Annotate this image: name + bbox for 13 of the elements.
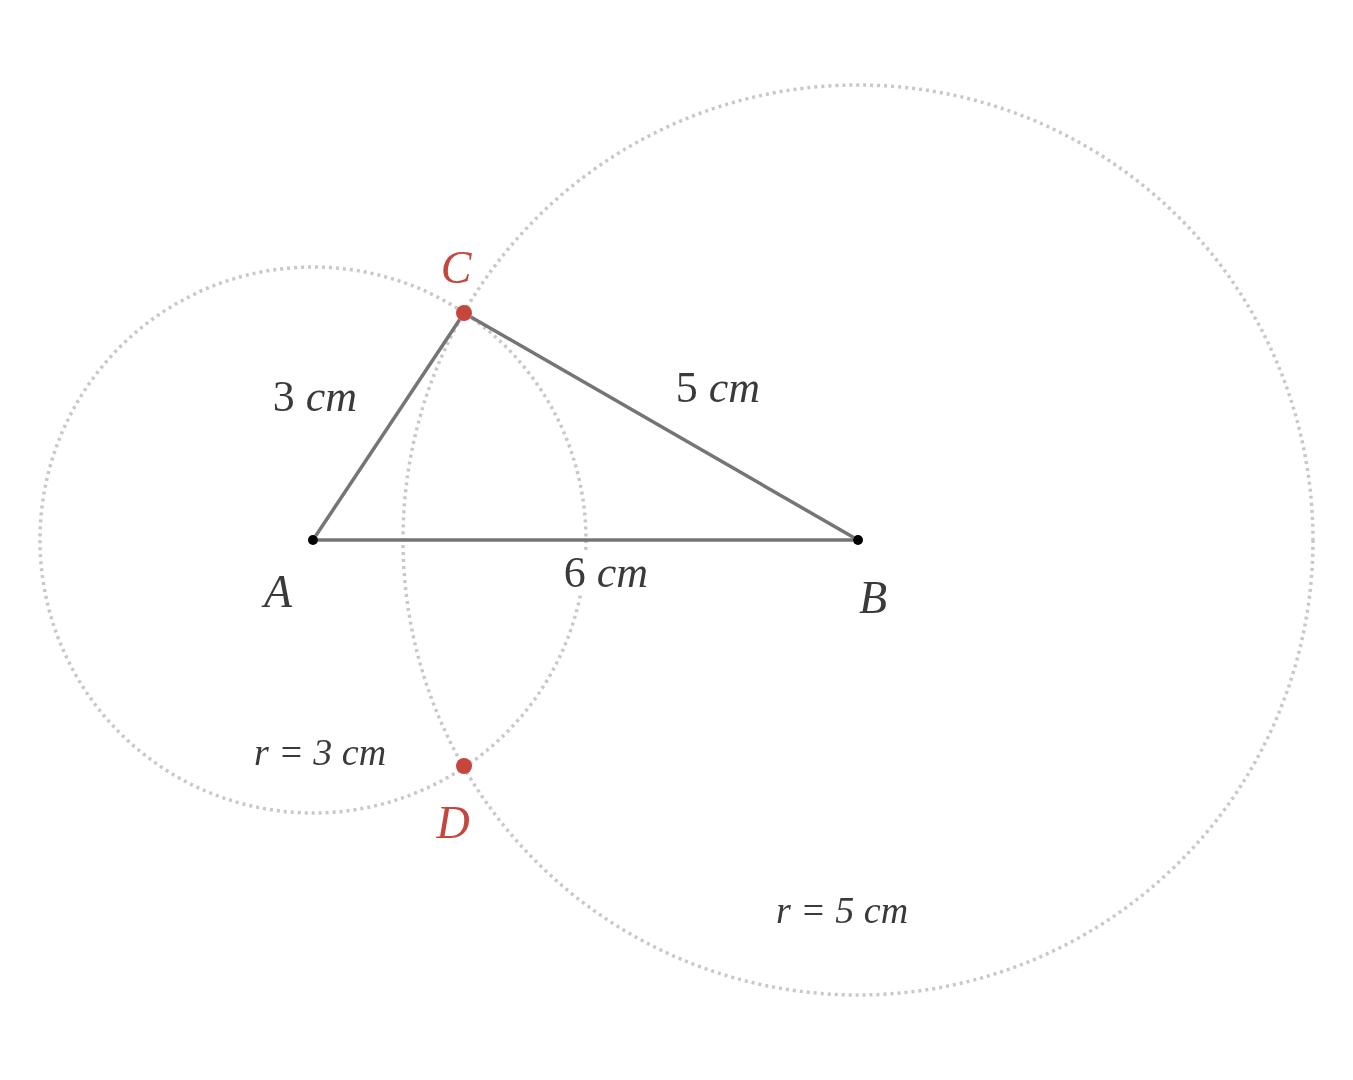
triangle-side bbox=[318, 538, 853, 542]
point-label: A bbox=[263, 569, 293, 615]
point-dot bbox=[308, 535, 318, 545]
radius-label: r = 3 cm bbox=[253, 733, 387, 771]
point-label: B bbox=[858, 575, 888, 621]
point-label: D bbox=[436, 800, 470, 846]
point-dot bbox=[456, 758, 472, 774]
point-dot bbox=[853, 535, 863, 545]
radius-label: r = 5 cm bbox=[775, 891, 909, 929]
triangle-side bbox=[314, 318, 462, 537]
point-dot bbox=[456, 305, 472, 321]
triangle-side bbox=[470, 315, 855, 539]
point-label: C bbox=[440, 245, 472, 291]
